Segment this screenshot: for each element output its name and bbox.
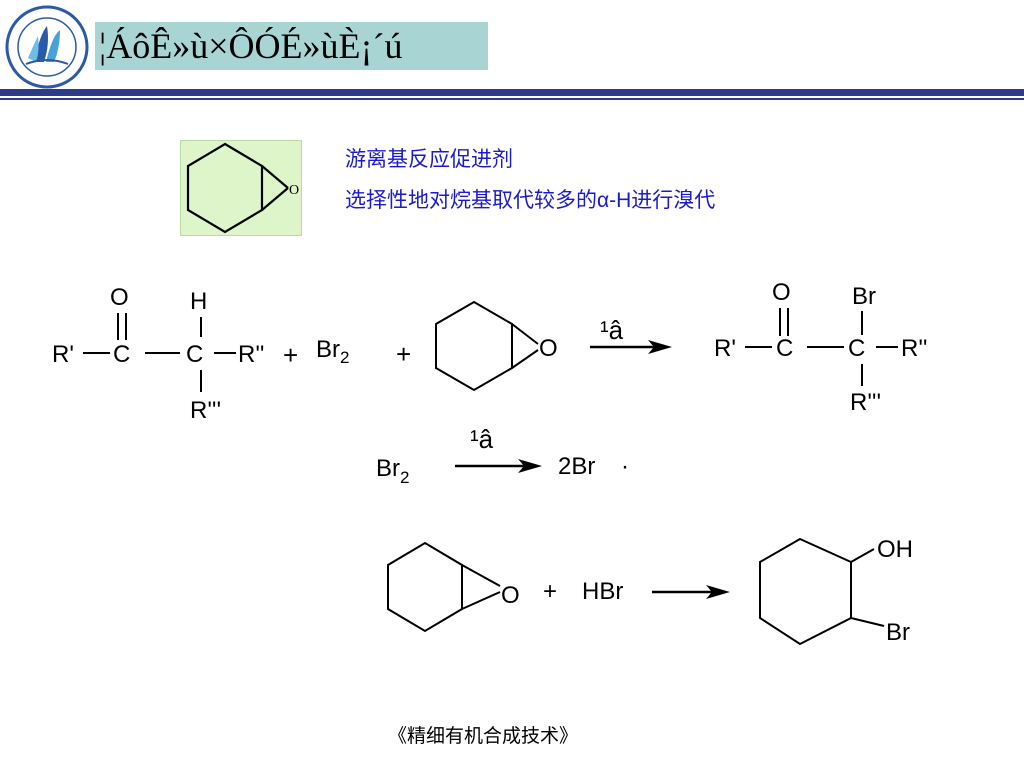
product-carbonyl-oxygen: O: [772, 279, 791, 306]
product-r-triple-prime: R''': [850, 389, 881, 416]
epoxide-structure-2: [387, 541, 501, 633]
bromine-reagent: Br2: [316, 336, 349, 367]
hbr-reagent: HBr: [582, 578, 623, 605]
r-double-prime: R'': [238, 341, 265, 368]
epoxide-oxygen-2: O: [501, 582, 520, 609]
note-line-2: 选择性地对烷基取代较多的α-H进行溴代: [345, 189, 716, 212]
product-bromine-substituent: Br: [886, 619, 910, 646]
plus-sign-3: +: [543, 578, 557, 605]
alpha-carbon: C: [186, 341, 203, 368]
r-triple-prime: R''': [190, 397, 221, 424]
thumbnail-epoxide: [186, 142, 289, 234]
reaction-2: Br2 ¹â 2Br ·: [376, 424, 629, 487]
bromine-radicals: 2Br: [558, 453, 595, 480]
university-logo: [5, 5, 89, 89]
product-carbonyl-carbon: C: [776, 335, 793, 362]
thumbnail-oxygen-label: O: [289, 183, 299, 198]
product-bromine: Br: [852, 283, 876, 310]
plus-sign-2: +: [396, 339, 411, 369]
note-line-1: 游离基反应促进剂: [345, 148, 513, 171]
bromine-molecule: Br2: [376, 455, 409, 487]
epoxide-thumbnail-box: [180, 140, 302, 236]
product-r-prime: R': [714, 335, 736, 362]
reaction-3: O + HBr OH Br: [387, 536, 913, 646]
hydroxyl-group: OH: [877, 536, 913, 563]
epoxide-oxygen-1: O: [539, 335, 558, 362]
alpha-hydrogen: H: [190, 288, 207, 315]
carbonyl-carbon: C: [113, 341, 130, 368]
radical-dot: ·: [621, 453, 629, 480]
title-banner: ¦ÁôÊ»ù×ÔÓÉ»ùÈ¡´ú: [95, 22, 488, 70]
arrow-label-light-2: ¹â: [470, 424, 494, 454]
carbonyl-oxygen: O: [110, 284, 129, 311]
epoxide-structure-1: [435, 300, 539, 392]
footer-course-title: 《精细有机合成技术》: [388, 726, 579, 747]
bromohydrin-structure: [759, 537, 885, 646]
header-divider-thick: [0, 89, 1024, 96]
reaction-1: O H R' C C R'' R''' + Br2 + O ¹â: [52, 279, 928, 424]
header-divider-thin: [0, 98, 1024, 100]
product-r-double-prime: R'': [901, 335, 928, 362]
plus-sign-1: +: [283, 340, 298, 370]
arrow-label-light-1: ¹â: [600, 315, 624, 345]
product-alpha-carbon: C: [848, 335, 865, 362]
page-title: ¦ÁôÊ»ù×ÔÓÉ»ùÈ¡´ú: [99, 26, 403, 66]
r-prime: R': [52, 341, 74, 368]
